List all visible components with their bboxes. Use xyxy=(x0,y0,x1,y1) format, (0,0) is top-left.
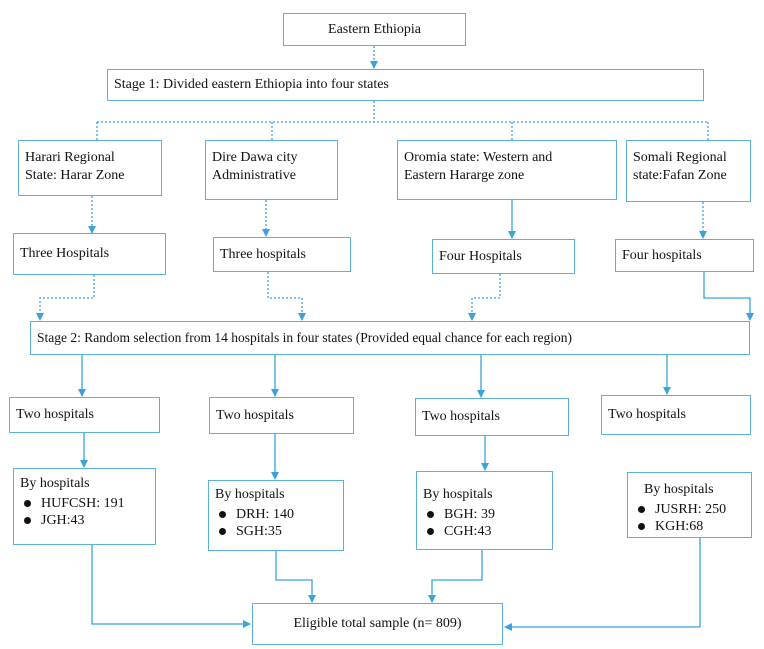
count-text: Four Hospitals xyxy=(439,248,522,264)
hospital-sample: DRH: 140 xyxy=(236,506,294,522)
stage1-text: Stage 1: Divided eastern Ethiopia into f… xyxy=(114,77,389,93)
count-box-dire-dawa: Three hospitals xyxy=(213,237,351,272)
list-item: CGH:43 xyxy=(423,523,546,541)
hospital-list: DRH: 140 SGH:35 xyxy=(215,506,337,541)
list-item: JUSRH: 250 xyxy=(634,501,745,519)
hospital-sample: JGH:43 xyxy=(41,513,85,528)
hospital-list: BGH: 39 CGH:43 xyxy=(423,506,546,541)
selected-box-4: Two hospitals xyxy=(601,395,751,435)
selected-text: Two hospitals xyxy=(422,409,500,425)
state-box-somali: Somali Regional state:Fafan Zone xyxy=(626,140,751,202)
count-text: Three Hospitals xyxy=(20,246,110,262)
by-hospitals-title: By hospitals xyxy=(20,476,90,491)
selected-text: Two hospitals xyxy=(16,407,94,423)
state-line2: State: Harar Zone xyxy=(25,167,125,183)
selected-box-1: Two hospitals xyxy=(9,397,160,433)
bullet-icon xyxy=(24,517,31,525)
stage2-text: Stage 2: Random selection from 14 hospit… xyxy=(37,329,572,345)
selected-text: Two hospitals xyxy=(608,407,686,423)
bullet-icon xyxy=(427,528,434,536)
state-box-harari: Harari Regional State: Harar Zone xyxy=(18,140,162,196)
state-line1: Harari Regional xyxy=(25,150,115,165)
bullet-icon xyxy=(24,499,31,507)
selected-text: Two hospitals xyxy=(216,407,294,423)
list-item: BGH: 39 xyxy=(423,506,546,524)
list-item: KGH:68 xyxy=(634,518,745,536)
state-line2: Eastern Hararge zone xyxy=(404,167,525,183)
state-box-dire-dawa: Dire Dawa city Administrative xyxy=(205,140,338,200)
state-line2: state:Fafan Zone xyxy=(633,167,727,183)
bullet-icon xyxy=(638,505,645,513)
hospital-sample: BGH: 39 xyxy=(444,506,495,522)
root-box: Eastern Ethiopia xyxy=(283,13,466,46)
by-hospitals-box-1: By hospitals HUFCSH: 191 JGH:43 xyxy=(13,468,156,545)
bullet-icon xyxy=(219,528,226,536)
by-hospitals-box-4: By hospitals JUSRH: 250 KGH:68 xyxy=(627,472,752,538)
by-hospitals-title: By hospitals xyxy=(423,487,493,502)
state-line2: Administrative xyxy=(212,167,296,183)
count-box-somali: Four hospitals xyxy=(615,239,754,272)
hospital-sample: SGH:35 xyxy=(236,524,282,539)
hospital-sample: CGH:43 xyxy=(444,524,492,539)
bullet-icon xyxy=(427,510,434,518)
list-item: JGH:43 xyxy=(20,512,149,530)
hospital-sample: KGH:68 xyxy=(655,519,704,534)
selected-box-3: Two hospitals xyxy=(415,398,569,436)
by-hospitals-box-2: By hospitals DRH: 140 SGH:35 xyxy=(208,480,344,551)
root-title: Eastern Ethiopia xyxy=(328,21,421,37)
state-line1: Dire Dawa city xyxy=(212,150,298,165)
hospital-sample: JUSRH: 250 xyxy=(655,501,727,517)
list-item: HUFCSH: 191 xyxy=(20,495,149,513)
hospital-list: JUSRH: 250 KGH:68 xyxy=(634,501,745,536)
state-line1: Oromia state: Western and xyxy=(404,150,553,165)
state-line1: Somali Regional xyxy=(633,150,727,165)
stage2-box: Stage 2: Random selection from 14 hospit… xyxy=(30,321,750,355)
selected-box-2: Two hospitals xyxy=(209,397,354,434)
count-box-harari: Three Hospitals xyxy=(13,233,166,275)
state-box-oromia: Oromia state: Western and Eastern Hararg… xyxy=(397,140,617,200)
stage1-box: Stage 1: Divided eastern Ethiopia into f… xyxy=(107,69,704,101)
total-sample-box: Eligible total sample (n= 809) xyxy=(252,603,503,645)
total-sample-text: Eligible total sample (n= 809) xyxy=(293,616,462,632)
by-hospitals-title: By hospitals xyxy=(215,487,285,502)
list-item: DRH: 140 xyxy=(215,506,337,524)
list-item: SGH:35 xyxy=(215,523,337,541)
by-hospitals-box-3: By hospitals BGH: 39 CGH:43 xyxy=(416,471,553,550)
bullet-icon xyxy=(219,510,226,518)
by-hospitals-title: By hospitals xyxy=(644,482,714,497)
hospital-sample: HUFCSH: 191 xyxy=(41,495,125,511)
hospital-list: HUFCSH: 191 JGH:43 xyxy=(20,495,149,530)
count-text: Four hospitals xyxy=(622,247,702,263)
count-text: Three hospitals xyxy=(220,246,306,262)
bullet-icon xyxy=(638,523,645,531)
count-box-oromia: Four Hospitals xyxy=(432,239,575,274)
